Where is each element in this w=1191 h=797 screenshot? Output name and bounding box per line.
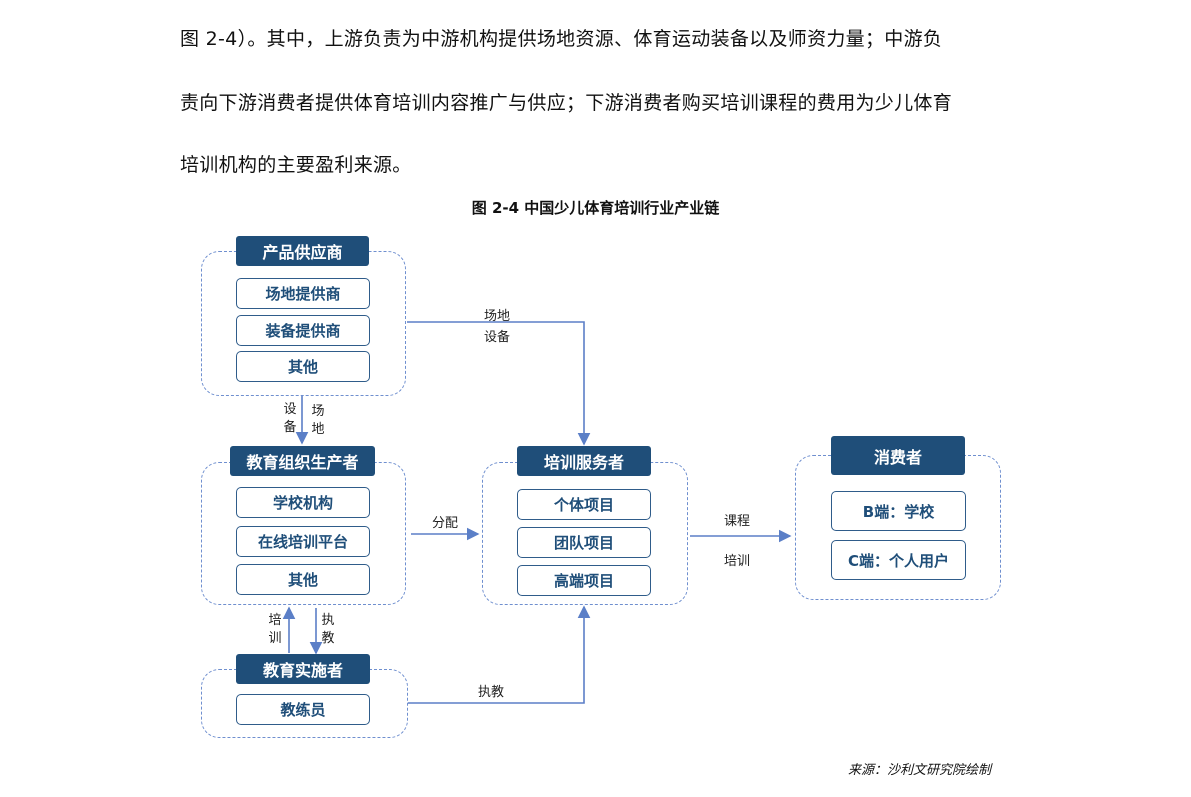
edu-implementer-header: 教育实施者 (236, 654, 370, 684)
source-note: 来源：沙利文研究院绘制 (848, 763, 992, 778)
label-venue-top: 场地 (484, 309, 511, 324)
label-coaching-vertical: 执教 (321, 613, 335, 646)
paragraph-line-2: 责向下游消费者提供体育培训内容推广与供应；下游消费者购买培训课程的费用为少儿体育 (180, 92, 953, 114)
premium-project-box: 高端项目 (517, 565, 651, 596)
arrow-supplier-to-service (407, 321, 591, 446)
c-end-individual-box: C端：个人用户 (831, 540, 966, 580)
label-coaching-bottom: 执教 (478, 685, 505, 700)
coach-box: 教练员 (236, 694, 370, 725)
label-allocate: 分配 (432, 516, 459, 531)
edu-producer-header: 教育组织生产者 (230, 446, 375, 476)
figure-title: 图 2-4 中国少儿体育培训行业产业链 (471, 199, 720, 217)
label-training-vertical: 培训 (268, 613, 282, 646)
b-end-school-box: B端：学校 (831, 491, 966, 531)
label-equipment-top: 设备 (484, 330, 511, 345)
label-venue-vertical: 场地 (311, 404, 325, 437)
label-equipment-vertical: 设备 (283, 402, 297, 435)
consumer-header: 消费者 (831, 436, 965, 475)
paragraph-line-1: 图 2-4）。其中，上游负责为中游机构提供场地资源、体育运动装备以及师资力量；中… (180, 28, 943, 50)
team-project-box: 团队项目 (517, 527, 651, 558)
venue-provider-box: 场地提供商 (236, 278, 370, 309)
arrow-implementer-to-service (408, 605, 591, 704)
producer-other-box: 其他 (236, 564, 370, 595)
school-institution-box: 学校机构 (236, 487, 370, 518)
supplier-other-box: 其他 (236, 351, 370, 382)
equipment-provider-box: 装备提供商 (236, 315, 370, 346)
online-platform-box: 在线培训平台 (236, 526, 370, 557)
label-training: 培训 (724, 554, 751, 569)
training-service-header: 培训服务者 (517, 446, 651, 476)
individual-project-box: 个体项目 (517, 489, 651, 520)
label-course: 课程 (724, 514, 751, 529)
paragraph-line-3: 培训机构的主要盈利来源。 (180, 154, 412, 176)
product-supplier-header: 产品供应商 (236, 236, 369, 266)
